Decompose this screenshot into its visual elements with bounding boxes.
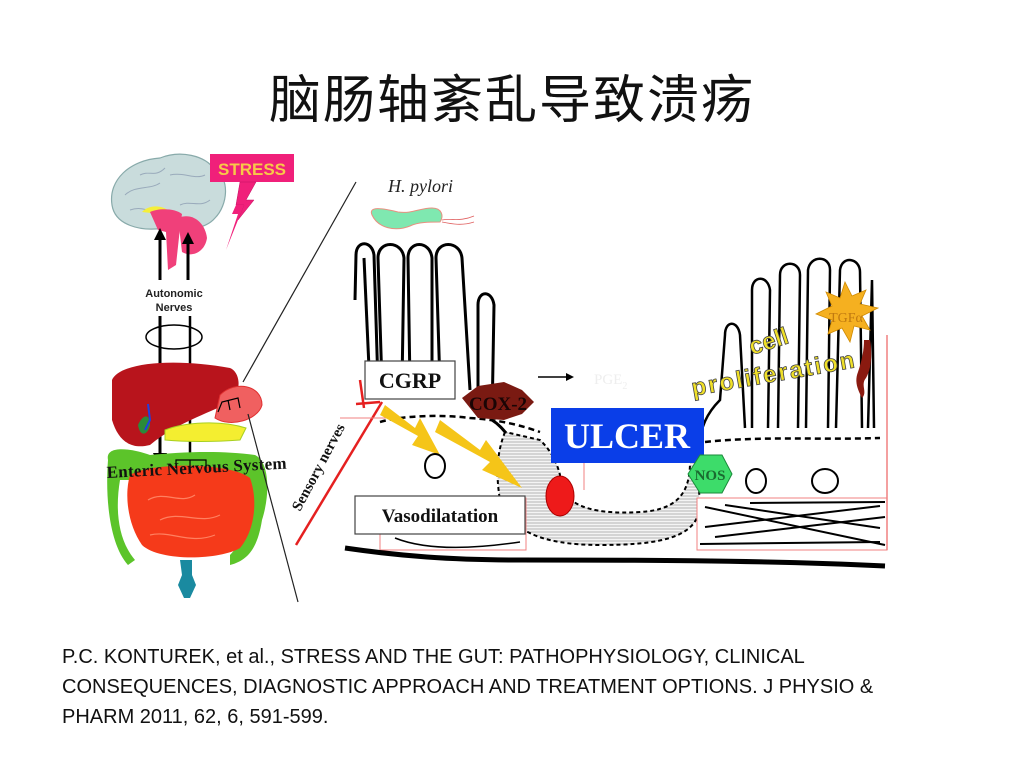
connective-tissue-box [696, 497, 888, 551]
citation: P.C. KONTUREK, et al., STRESS AND THE GU… [62, 642, 942, 732]
nos-label: NOS [695, 468, 726, 484]
brain-illustration [110, 153, 227, 270]
stress-callout: STRESS [210, 154, 294, 250]
nos-badge: NOS [687, 454, 733, 494]
vasodilatation-box: Vasodilatation [354, 495, 527, 551]
hpylori-label: H. pylori [387, 176, 453, 196]
gi-tract-illustration [107, 362, 268, 598]
villi-right [698, 257, 876, 446]
hpylori-bacterium [370, 207, 475, 230]
cgrp-box: CGRP [364, 360, 456, 400]
pge2-arrow [538, 373, 574, 381]
proliferation-label: proliferation [689, 347, 856, 402]
citation-line: PHARM 2011, 62, 6, 591-599. [62, 706, 329, 728]
ulcer-box: ULCER [551, 408, 704, 463]
brain-cortex [110, 153, 227, 231]
rectum [178, 560, 196, 598]
vasodilatation-label: Vasodilatation [382, 506, 499, 527]
blood-vessels [424, 453, 839, 494]
zoom-line-bottom [247, 413, 299, 603]
cox2-label: COX-2 [469, 394, 527, 415]
ulcer-label: ULCER [564, 416, 691, 456]
autonomic-nerve-arrows [154, 228, 194, 280]
muscle-layer-line [344, 545, 886, 569]
stress-box [210, 154, 294, 182]
red-blood-cell [545, 475, 575, 517]
citation-line: P.C. KONTUREK, et al., STRESS AND THE GU… [62, 646, 805, 668]
gallbladder [138, 416, 150, 434]
sensory-nerve [294, 379, 390, 546]
cgrp-vasodilation-arrows [380, 405, 522, 488]
autonomic-label-line2: Nerves [156, 302, 193, 314]
bile-duct [144, 403, 152, 431]
zoom-line-top [242, 181, 357, 383]
citation-line: CONSEQUENCES, DIAGNOSTIC APPROACH AND TR… [62, 676, 874, 698]
stomach [214, 385, 263, 423]
sensory-nerve-label: Sensory nerves [289, 421, 348, 514]
stress-label: STRESS [218, 160, 286, 179]
tgf-label: TGFα [829, 311, 863, 326]
pge2-label: PGE2 [594, 372, 627, 392]
tgf-arrow [856, 340, 872, 398]
cox2-badge: COX-2 [462, 382, 534, 420]
slide-title: 脑肠轴紊乱导致溃疡 [268, 71, 755, 131]
cerebellum [178, 216, 207, 255]
autonomic-label-line1: Autonomic [145, 288, 202, 300]
pancreas [164, 422, 247, 442]
brainstem [150, 209, 182, 270]
cgrp-label: CGRP [379, 368, 441, 393]
tgf-alpha-star-icon: TGFα [815, 280, 880, 344]
